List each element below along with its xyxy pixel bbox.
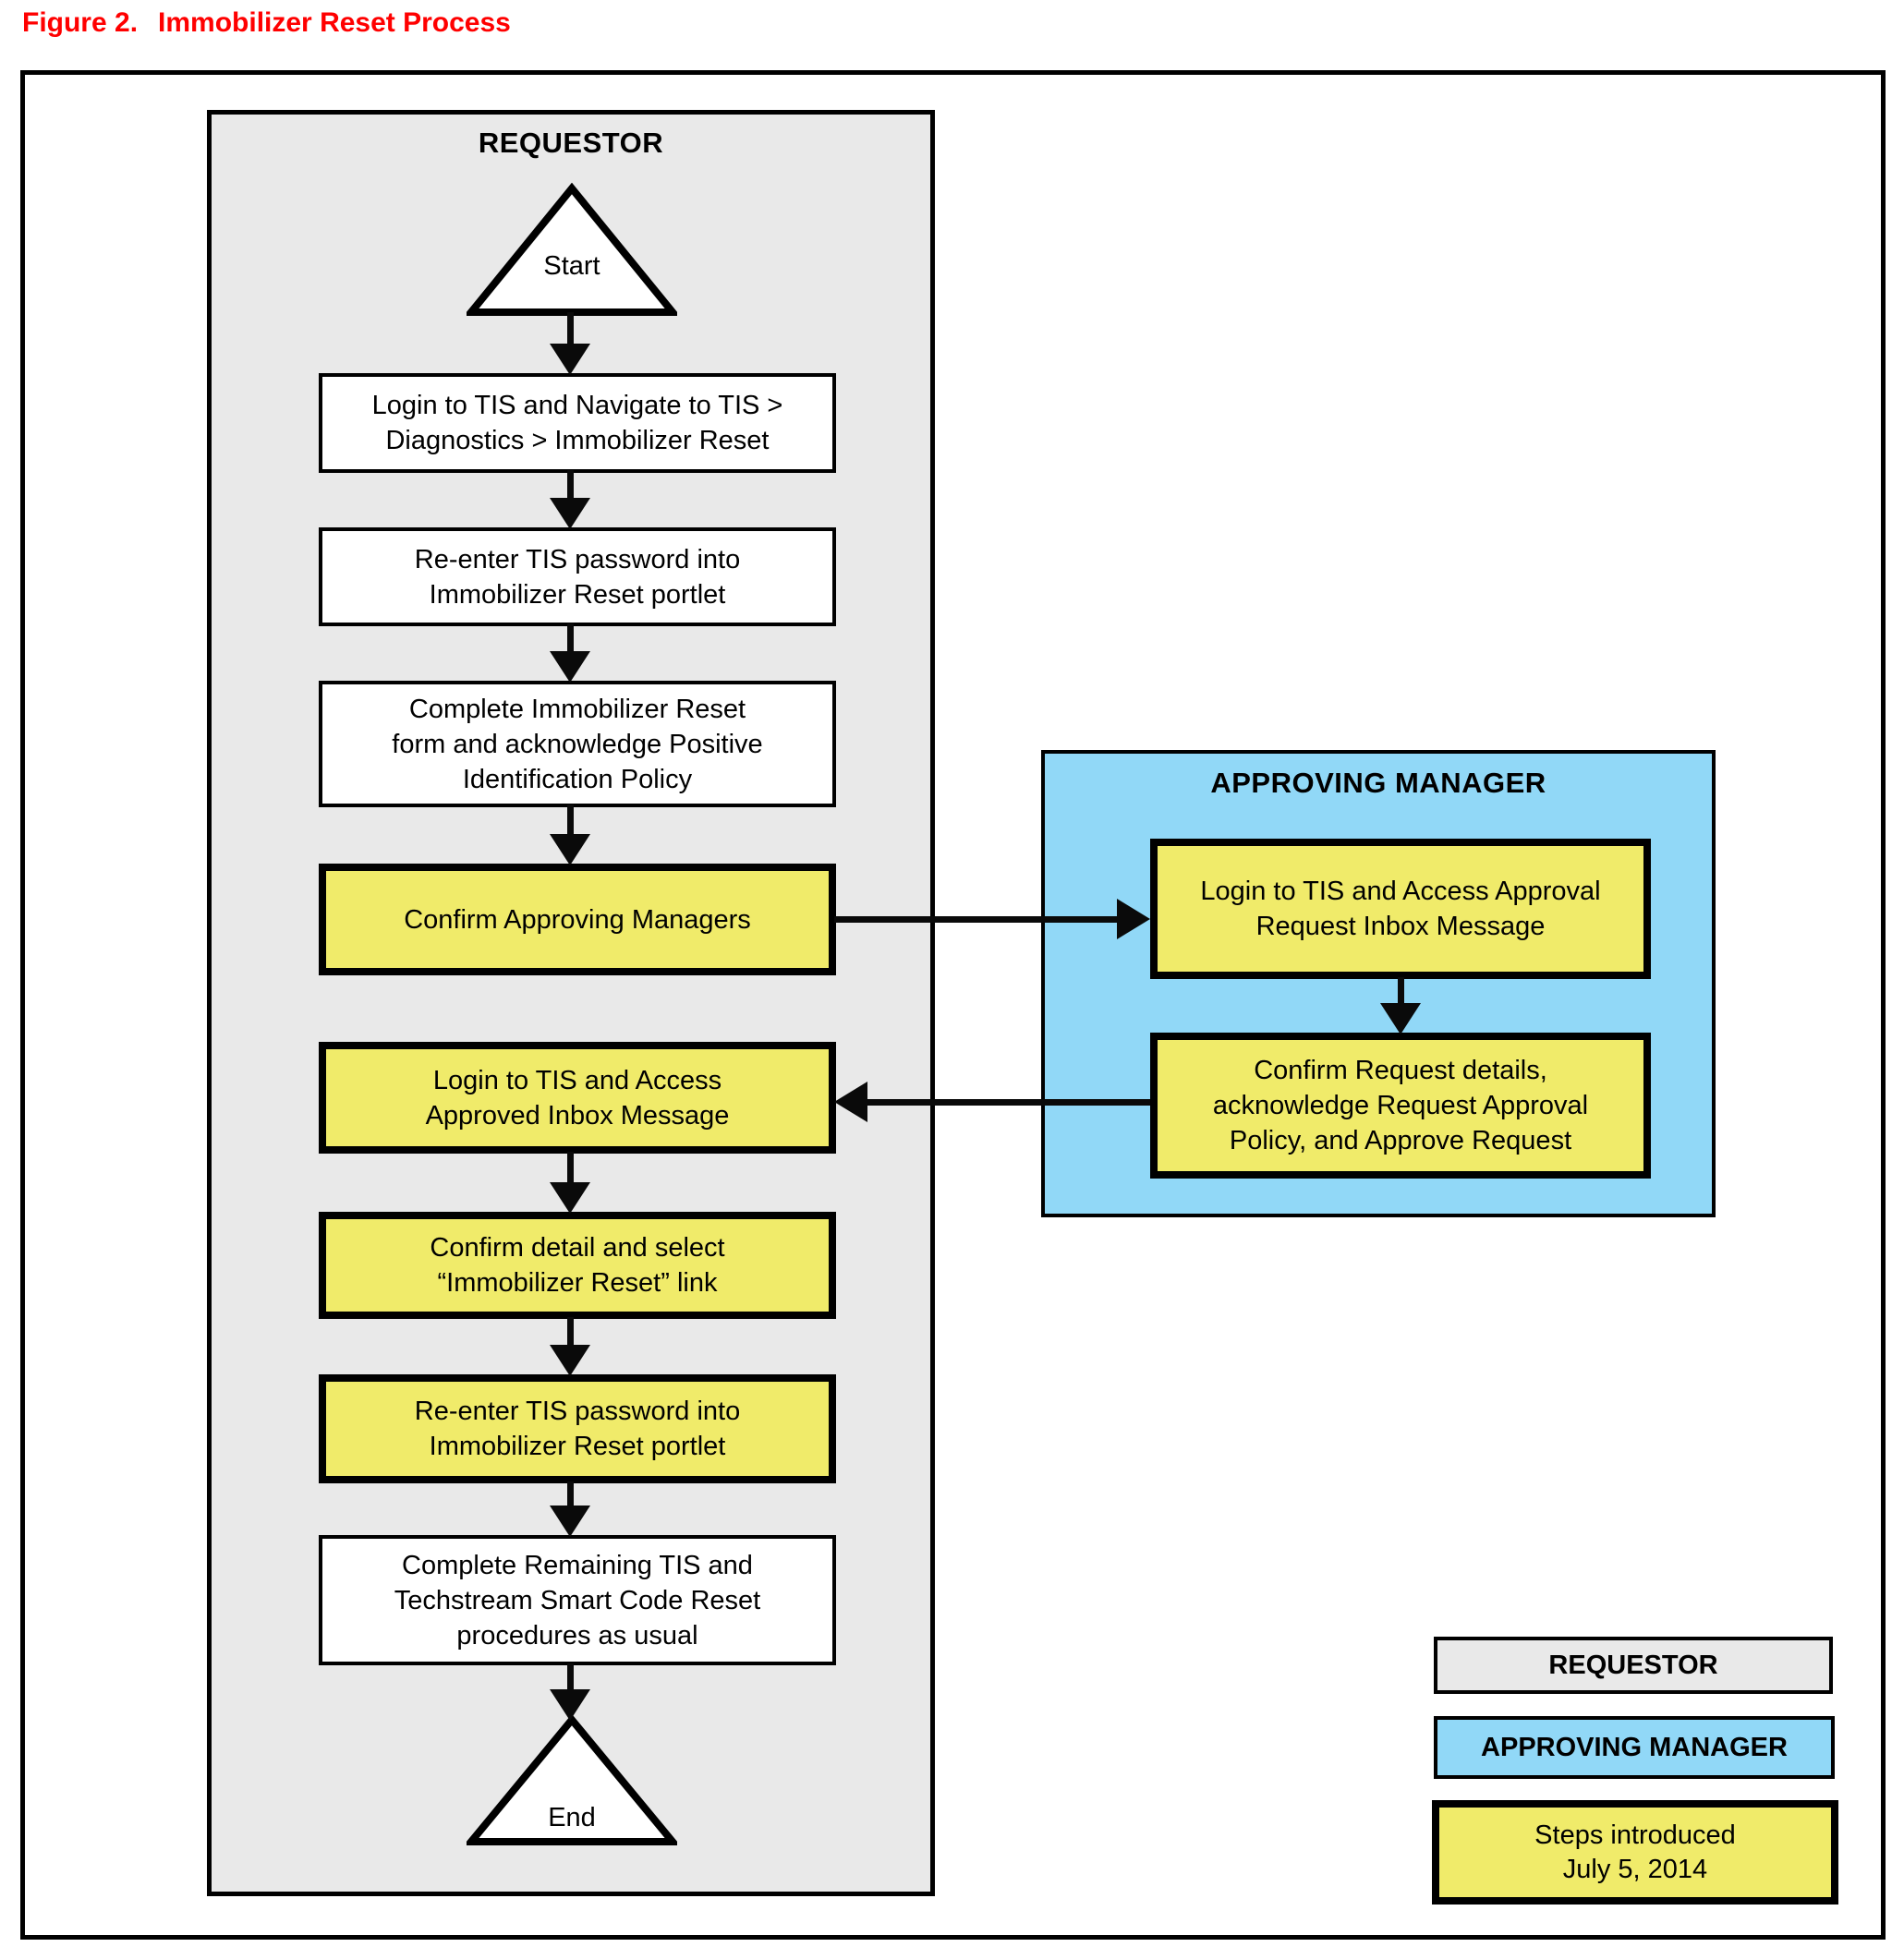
flow-box-label: Login to TIS and Navigate to TIS > Diagn…: [371, 391, 783, 455]
flow-box-label: Login to TIS and Access Approved Inbox M…: [425, 1065, 730, 1131]
arrow-down-box1-to-box2: [550, 470, 590, 529]
flow-box-label: Re-enter TIS password into Immobilizer R…: [414, 1397, 741, 1461]
flow-box-label: Complete Immobilizer Reset form and ackn…: [392, 694, 763, 794]
start-label: Start: [543, 251, 600, 281]
flow-box-confirm-managers: Confirm Approving Managers: [319, 864, 836, 975]
flow-box-label: Confirm Approving Managers: [404, 904, 751, 935]
arrow-down-box3-to-box4: [550, 804, 590, 865]
arrow-right-confirm-managers-to-am: [834, 899, 1150, 939]
flow-box-access-approved-inbox: Login to TIS and Access Approved Inbox M…: [319, 1042, 836, 1154]
figure-title: Figure 2. Immobilizer Reset Process: [22, 7, 511, 39]
flow-box-am-access-approval-inbox: Login to TIS and Access Approval Request…: [1150, 839, 1651, 979]
arrow-down-box8-to-end: [550, 1663, 590, 1721]
flow-box-login-navigate: Login to TIS and Navigate to TIS > Diagn…: [319, 373, 836, 473]
legend-label: REQUESTOR: [1548, 1650, 1718, 1680]
arrow-down-am1-to-am2: [1380, 977, 1421, 1034]
end-triangle-shape: [467, 1715, 677, 1845]
arrow-down-box6-to-box7: [550, 1317, 590, 1376]
approving-manager-lane-header: APPROVING MANAGER: [1210, 767, 1546, 799]
flow-box-complete-form: Complete Immobilizer Reset form and ackn…: [319, 681, 836, 807]
flow-box-label: Confirm detail and select “Immobilizer R…: [430, 1233, 725, 1298]
end-label: End: [548, 1803, 596, 1832]
flow-box-label: Confirm Request details, acknowledge Req…: [1212, 1056, 1589, 1155]
arrow-down-box5-to-box6: [550, 1152, 590, 1214]
legend-item-new-steps: Steps introduced July 5, 2014: [1432, 1800, 1838, 1905]
flow-box-label: Complete Remaining TIS and Techstream Sm…: [394, 1550, 761, 1651]
legend-label: Steps introduced July 5, 2014: [1534, 1820, 1736, 1884]
arrow-down-start-to-box1: [550, 312, 590, 375]
flow-box-reenter-password-2: Re-enter TIS password into Immobilizer R…: [319, 1374, 836, 1483]
flow-box-confirm-detail-link: Confirm detail and select “Immobilizer R…: [319, 1212, 836, 1319]
flow-box-label: Login to TIS and Access Approval Request…: [1200, 877, 1601, 941]
flow-box-label: Re-enter TIS password into Immobilizer R…: [414, 544, 741, 610]
flow-box-complete-remaining: Complete Remaining TIS and Techstream Sm…: [319, 1535, 836, 1665]
arrow-down-box2-to-box3: [550, 623, 590, 683]
legend-item-approving-manager: APPROVING MANAGER: [1434, 1716, 1835, 1779]
end-terminator: End: [467, 1715, 677, 1846]
legend-item-requestor: REQUESTOR: [1434, 1637, 1833, 1694]
flow-box-reenter-password-1: Re-enter TIS password into Immobilizer R…: [319, 527, 836, 626]
figure-number: Figure 2.: [22, 7, 139, 38]
flow-box-am-confirm-approve: Confirm Request details, acknowledge Req…: [1150, 1033, 1651, 1179]
arrow-down-box7-to-box8: [550, 1481, 590, 1537]
requestor-lane-header: REQUESTOR: [478, 127, 664, 159]
figure-title-text: Immobilizer Reset Process: [158, 7, 511, 38]
legend-label: APPROVING MANAGER: [1481, 1732, 1788, 1762]
arrow-left-am-to-approved-inbox: [834, 1082, 1150, 1122]
start-terminator: Start: [467, 183, 677, 317]
start-triangle-shape: [467, 183, 677, 316]
